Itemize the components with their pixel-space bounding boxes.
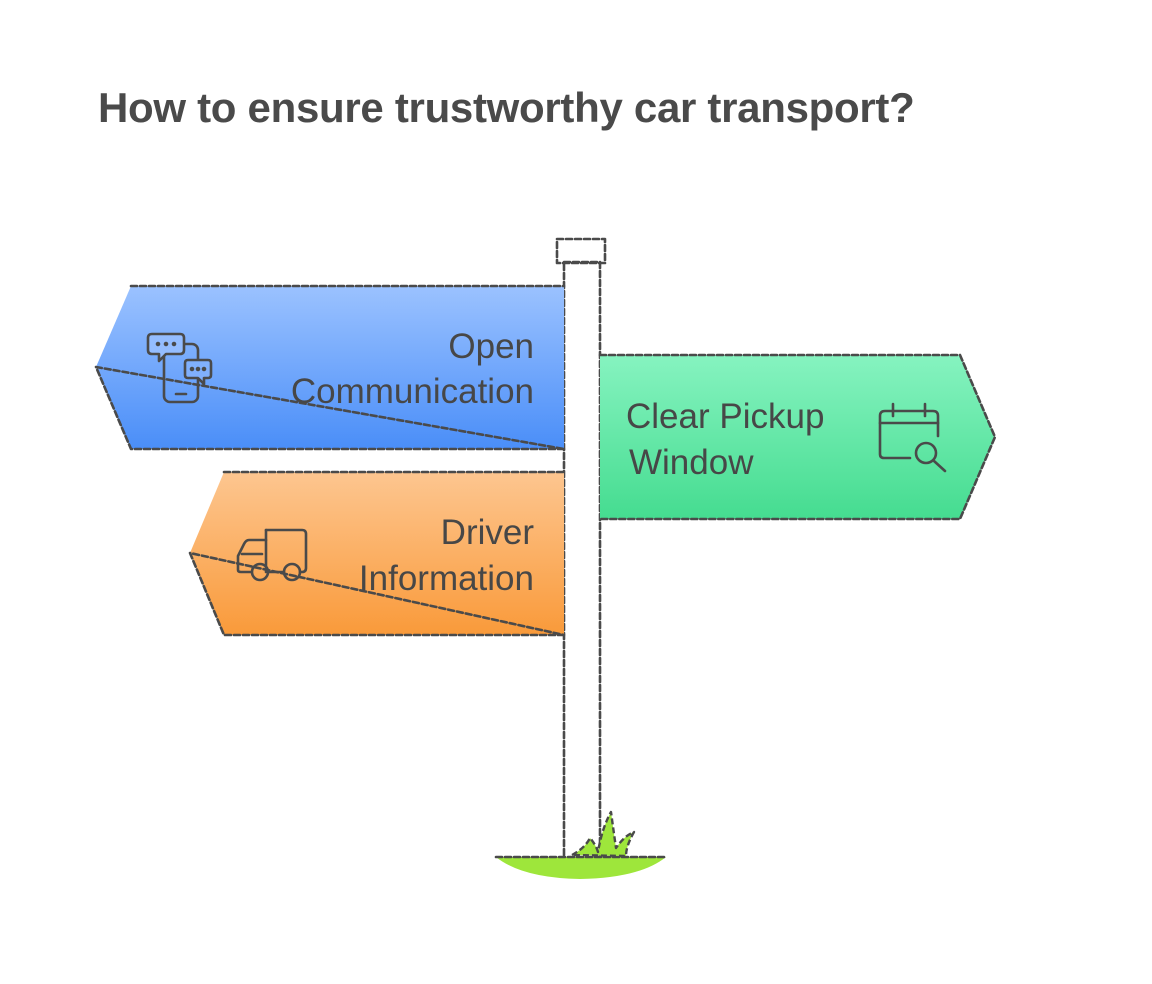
sign-clear-pickup-window: Clear Pickup Window xyxy=(598,353,997,521)
chat-phone-icon xyxy=(146,332,213,404)
grass-tuft xyxy=(494,810,668,879)
pole-cap xyxy=(555,237,607,265)
sign-driver-information: Driver Information xyxy=(188,470,566,637)
signpost-pole xyxy=(555,237,607,862)
sign-label-line: Window xyxy=(629,443,754,482)
sign-open-communication: Open Communication xyxy=(94,284,566,451)
calendar-search-icon xyxy=(878,402,947,473)
sign-label-line: Driver xyxy=(441,513,535,552)
truck-icon xyxy=(236,528,308,582)
diagram-title: How to ensure trustworthy car transport? xyxy=(98,84,915,131)
sign-label-line: Open xyxy=(448,327,534,366)
sign-label-line: Information xyxy=(359,559,534,598)
sign-label-line: Communication xyxy=(291,372,534,411)
sign-label-line: Clear Pickup xyxy=(626,397,824,436)
